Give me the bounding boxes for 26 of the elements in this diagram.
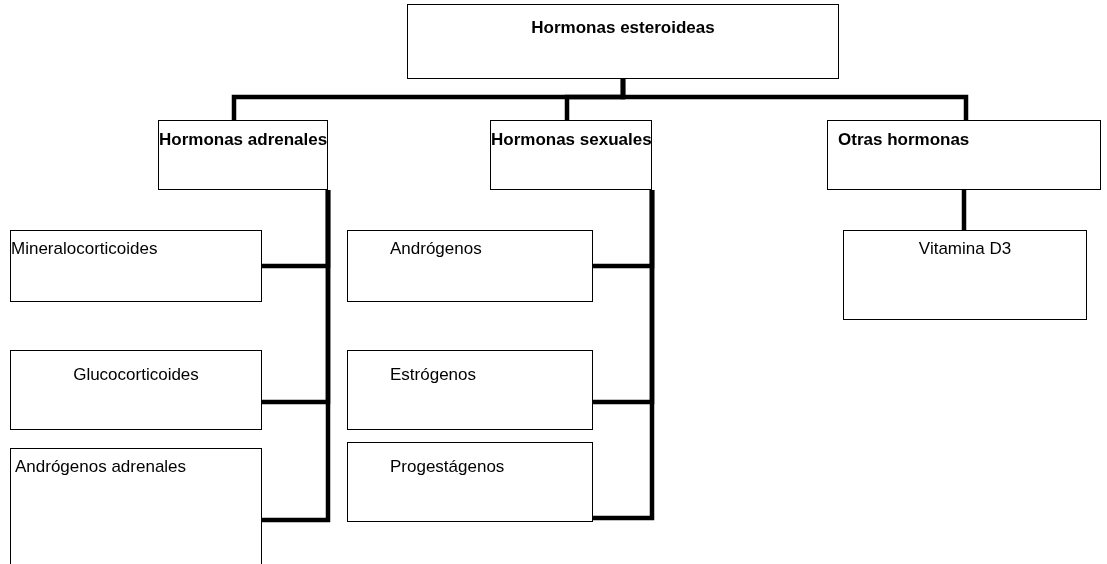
item-box [843, 230, 1087, 320]
connector-line [620, 79, 969, 120]
connector-line [593, 190, 655, 521]
connector-line [262, 190, 331, 523]
heading-text: Hormonas sexuales [491, 130, 652, 150]
heading-text: Otras hormonas [838, 130, 970, 150]
item-text: Mineralocorticoides [11, 239, 158, 259]
category-box [158, 120, 328, 190]
item-box [347, 230, 593, 302]
item-text: Andrógenos adrenales [15, 457, 187, 477]
category-box [407, 4, 839, 79]
item-box [10, 350, 262, 430]
item-box [10, 230, 262, 302]
heading-text: Hormonas adrenales [159, 130, 328, 150]
connector-line [961, 190, 967, 230]
item-text: Progestágenos [390, 457, 505, 477]
item-box [347, 350, 593, 430]
item-box [347, 442, 593, 522]
category-box [827, 120, 1101, 190]
item-text: Vitamina D3 [918, 239, 1012, 259]
item-text: Andrógenos [390, 239, 482, 259]
category-box [490, 120, 652, 190]
heading-text: Hormonas esteroideas [531, 18, 715, 38]
item-text: Glucocorticoides [73, 365, 199, 385]
item-box [10, 448, 262, 564]
item-text: Estrógenos [390, 365, 476, 385]
